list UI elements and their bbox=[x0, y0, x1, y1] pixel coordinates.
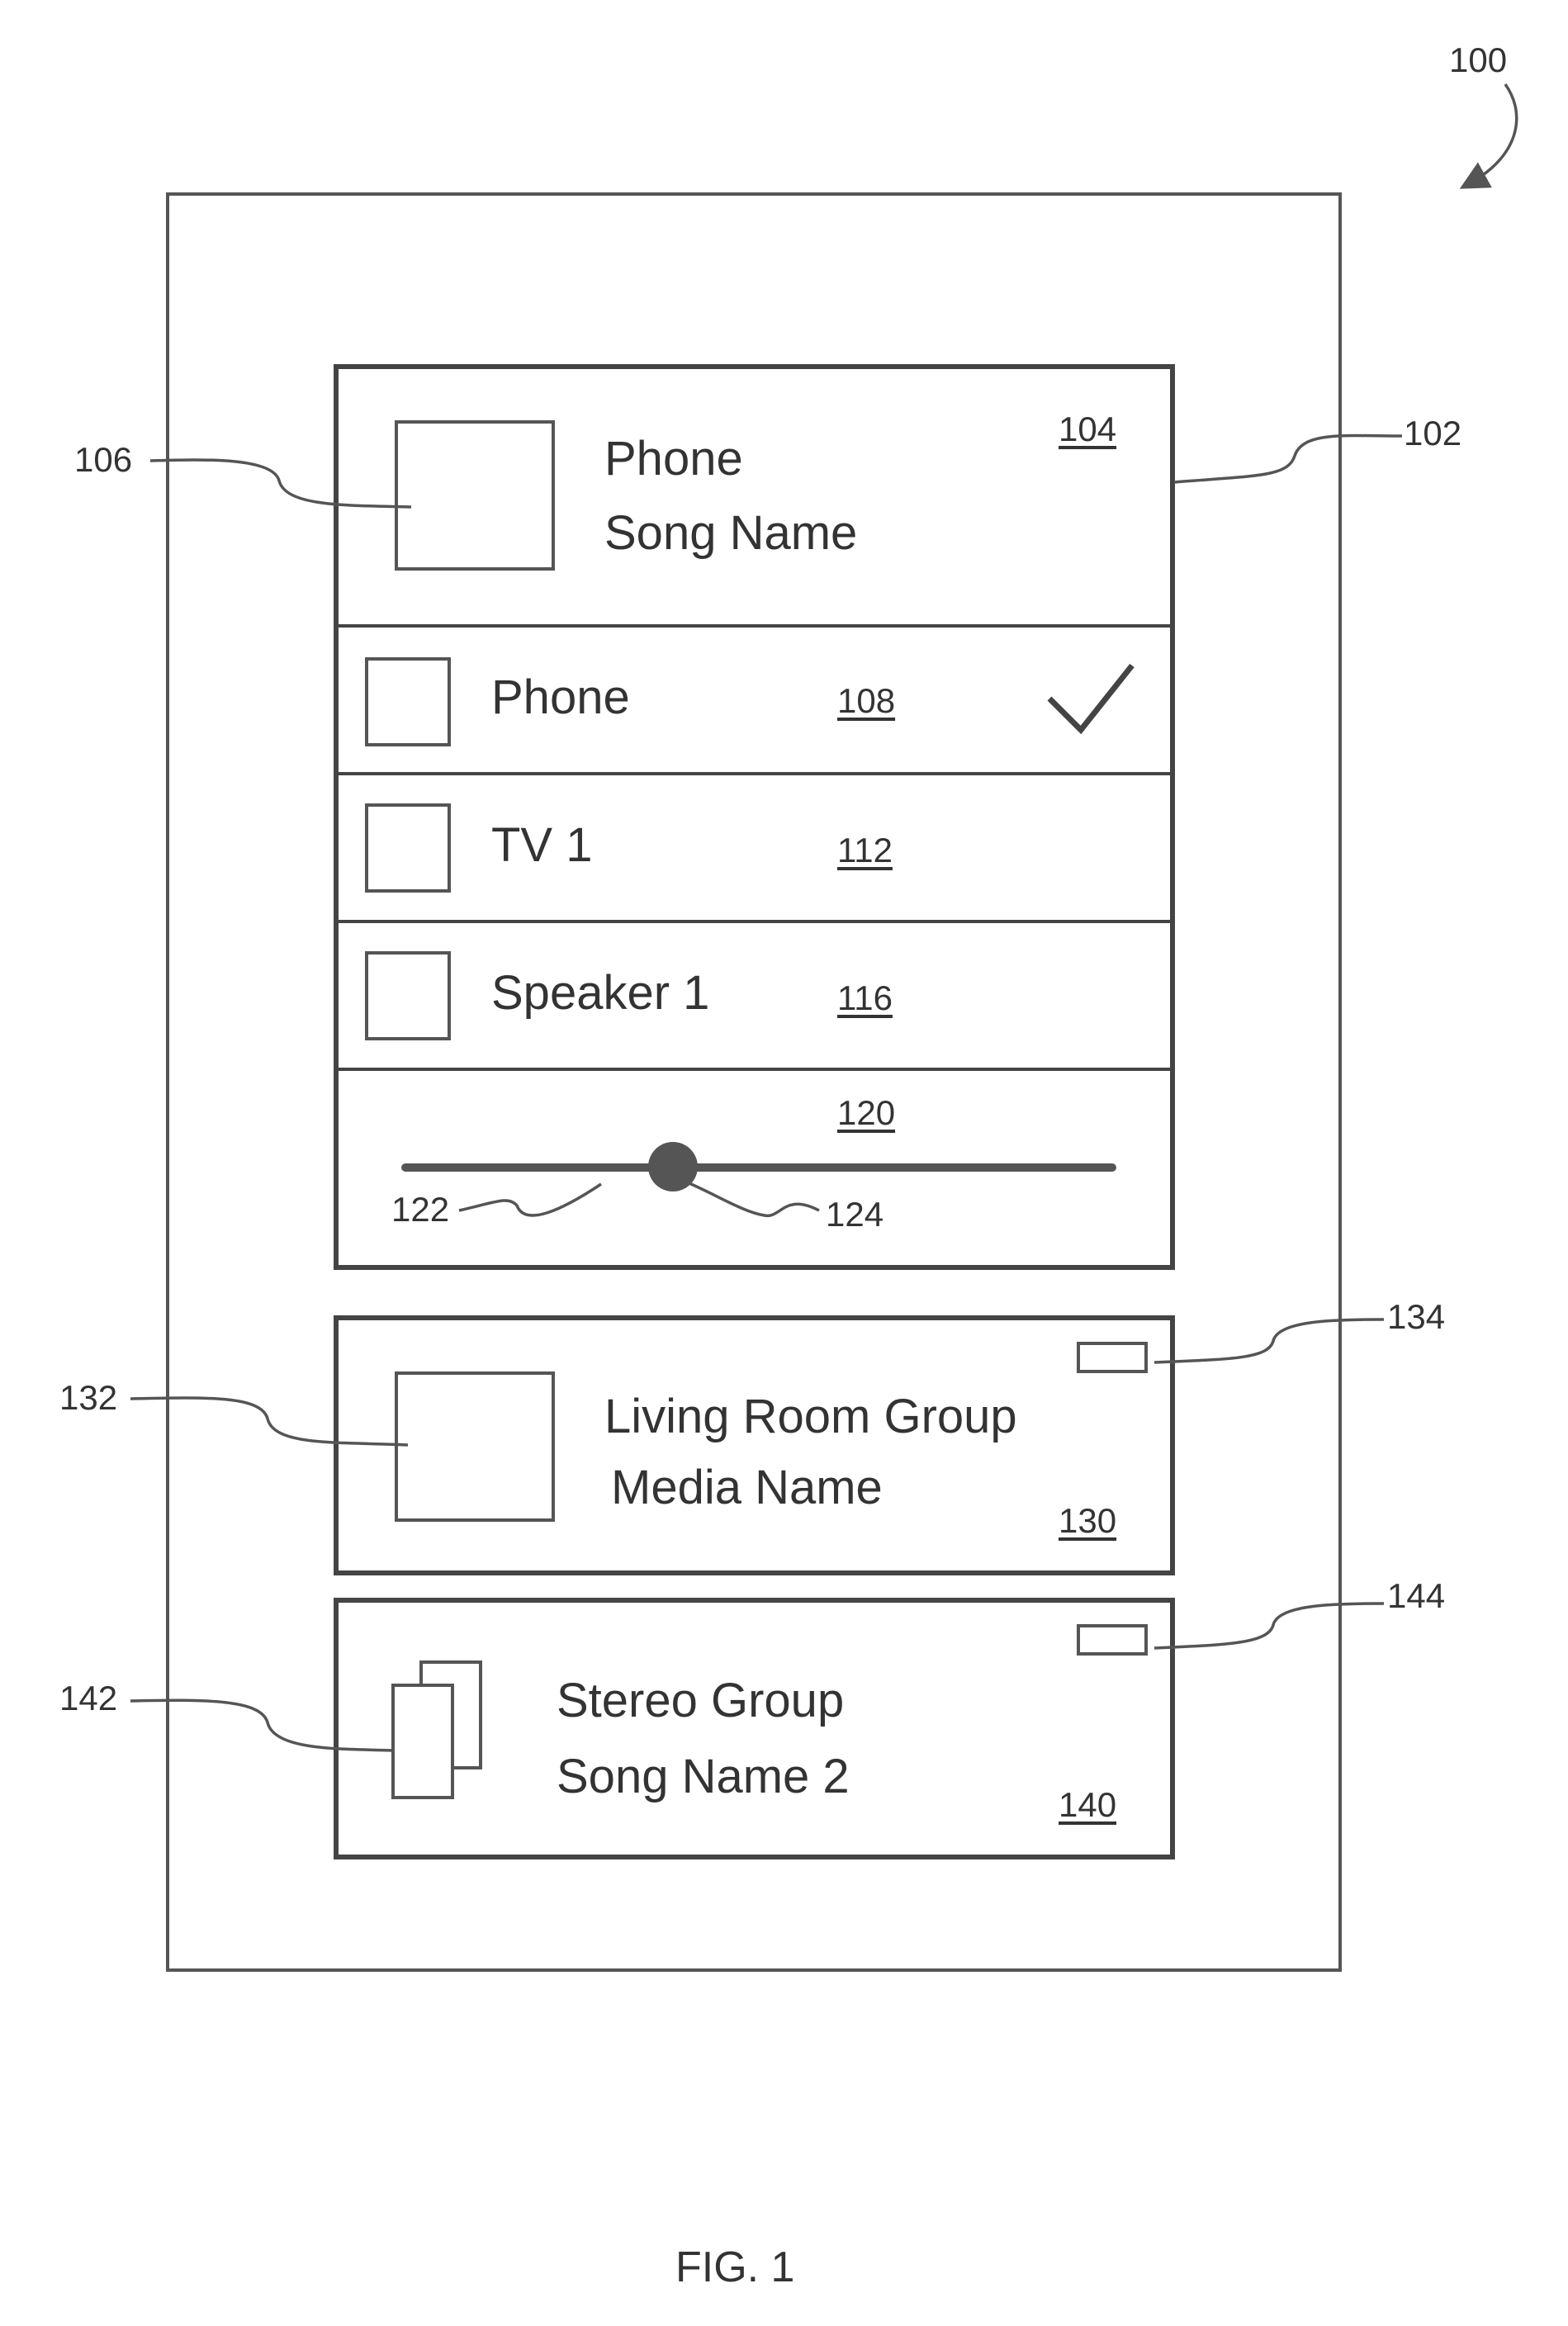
leader-lines bbox=[0, 0, 1568, 2326]
